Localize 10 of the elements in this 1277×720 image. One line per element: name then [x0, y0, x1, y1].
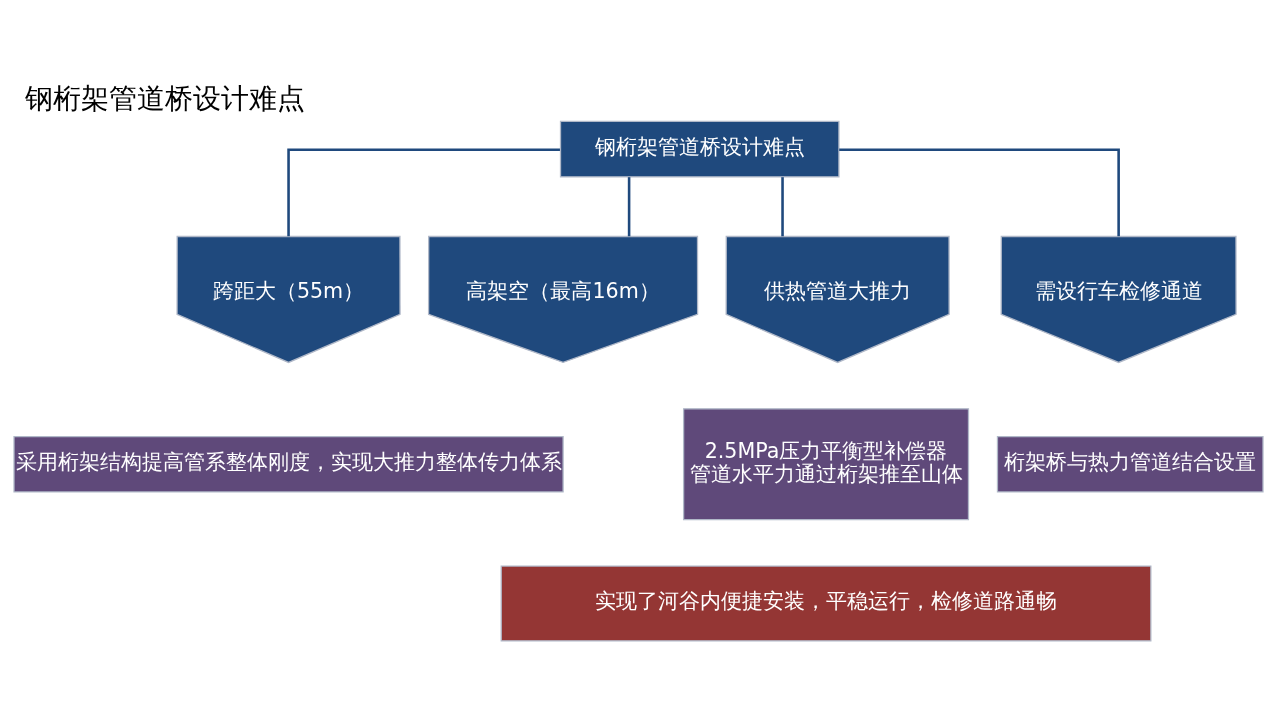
- diagram-title: 钢桁架管道桥设计难点: [24, 81, 305, 115]
- node-box: 钢桁架管道桥设计难点: [559, 120, 840, 177]
- node-box: 采用桁架结构提高管系整体刚度，实现大推力整体传力体系: [13, 435, 564, 493]
- connector: [839, 147, 1120, 236]
- node-box: 桁架桥与热力管道结合设置: [996, 435, 1264, 493]
- node-box: 2.5MPa压力平衡型补偿器 管道水平力通过桁架推至山体: [682, 407, 970, 520]
- connector: [781, 176, 784, 236]
- node-box: 实现了河谷内便捷安装，平稳运行，检修道路通畅: [500, 564, 1152, 641]
- connector: [627, 176, 631, 236]
- connector: [287, 147, 560, 236]
